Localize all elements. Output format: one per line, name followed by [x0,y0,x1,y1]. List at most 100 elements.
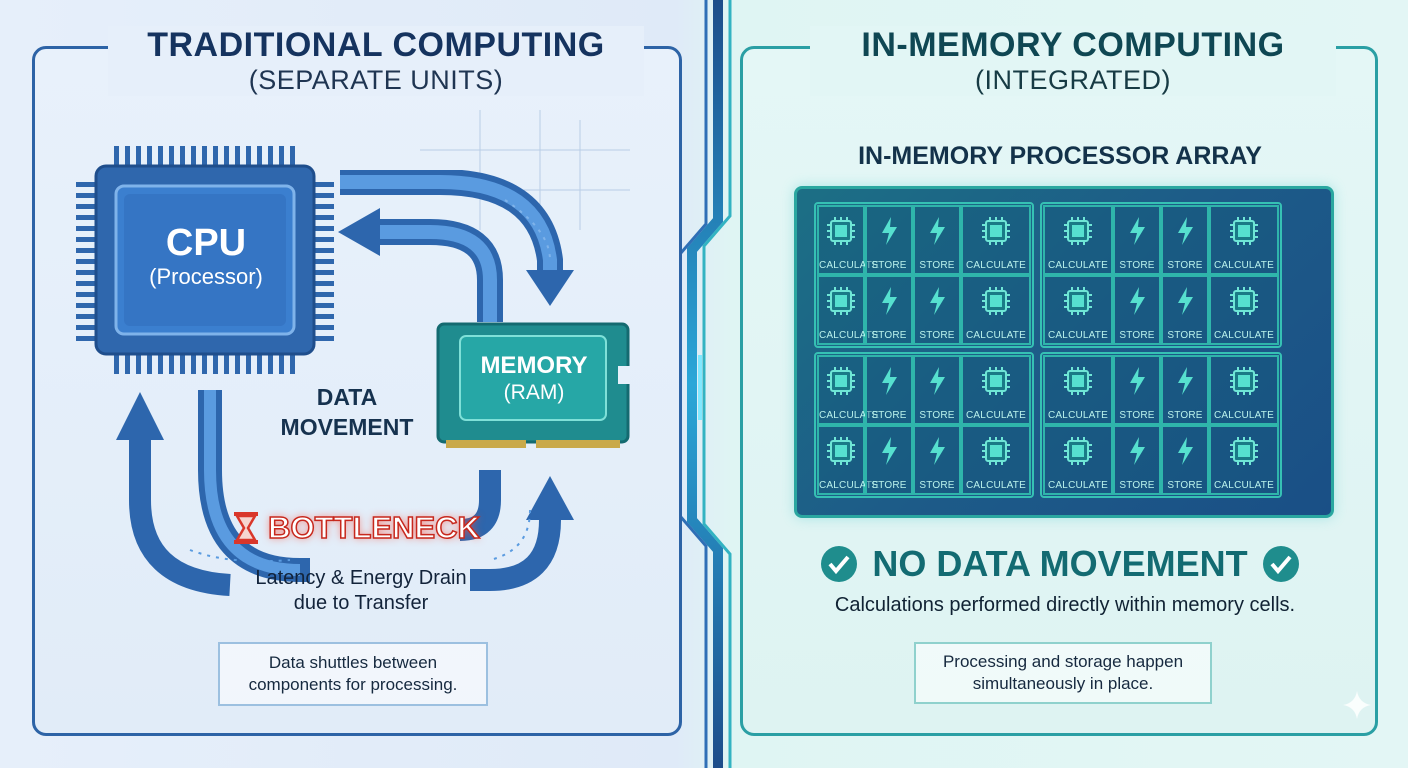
cell-label: CALCULATE [1214,410,1274,421]
store-cell: STORE [865,205,913,275]
cell-label: STORE [871,260,907,271]
chip-icon [1230,287,1258,315]
store-cell: STORE [1113,355,1161,425]
cell-label: CALCULATE [819,260,879,271]
calculate-cell: CALCULATE [961,205,1031,275]
store-cell: STORE [913,425,961,495]
lightning-icon [930,367,945,395]
cell-label: CALCULATE [966,260,1026,271]
array-quadrant [1040,202,1282,348]
left-title: TRADITIONAL COMPUTING [147,26,605,64]
check-circle-icon [1262,546,1299,582]
lightning-icon [882,437,897,465]
calculate-cell: CALCULATE [1043,275,1113,345]
store-cell: STORE [1161,275,1209,345]
store-cell: STORE [1113,425,1161,495]
cell-label: STORE [871,410,907,421]
right-heading: IN-MEMORY COMPUTING (INTEGRATED) [810,26,1336,96]
calculate-cell: CALCULATE [1043,355,1113,425]
cell-label: STORE [871,480,907,491]
bottleneck-label: BOTTLENECK [267,509,480,546]
cell-label: STORE [1167,260,1203,271]
cell-label: STORE [1119,330,1155,341]
cell-label: STORE [919,260,955,271]
lightning-icon [1178,287,1193,315]
cell-label: CALCULATE [1048,330,1108,341]
hourglass-icon [234,512,259,544]
left-note-line1: Data shuttles between [268,653,438,672]
lightning-icon [1130,217,1145,245]
right-note-line1: Processing and storage happen [942,652,1184,671]
latency-line1: Latency & Energy Drain [255,567,467,589]
cell-label: CALCULATE [819,410,879,421]
cpu-chip [76,146,334,374]
left-note-box: Data shuttles between components for pro… [218,642,488,706]
calc-statement: Calculations performed directly within m… [834,594,1296,616]
right-note-box: Processing and storage happen simultaneo… [914,642,1212,704]
data-movement-arrows [116,170,574,596]
calculate-cell: CALCULATE [1209,425,1279,495]
cell-label: CALCULATE [1214,260,1274,271]
lightning-icon [1178,367,1193,395]
chip-icon [1230,217,1258,245]
bottleneck-badge: BOTTLENECK [218,508,492,548]
chip-icon [827,217,855,245]
data-movement-line1: DATA [316,384,378,410]
store-cell: STORE [1161,355,1209,425]
lightning-icon [930,287,945,315]
cell-label: CALCULATE [966,480,1026,491]
cell-label: CALCULATE [1214,330,1274,341]
no-data-movement-label: NO DATA MOVEMENT [872,543,1248,584]
cell-label: CALCULATE [819,330,879,341]
no-data-movement-banner: NO DATA MOVEMENT [760,542,1360,586]
chip-icon [1230,437,1258,465]
calculate-cell: CALCULATE [961,355,1031,425]
lightning-icon [930,437,945,465]
store-cell: STORE [1161,205,1209,275]
store-cell: STORE [913,275,961,345]
cpu-title: CPU [165,222,247,264]
data-movement-line2: MOVEMENT [280,414,414,440]
array-quadrant [814,352,1034,498]
calculate-cell: CALCULATE [1209,275,1279,345]
cell-label: CALCULATE [1048,480,1108,491]
chip-icon [1064,217,1092,245]
lightning-icon [1178,217,1193,245]
cell-label: CALCULATE [1214,480,1274,491]
cell-label: STORE [919,480,955,491]
store-cell: STORE [1113,205,1161,275]
chip-icon [1064,437,1092,465]
cell-label: STORE [1119,480,1155,491]
array-title: IN-MEMORY PROCESSOR ARRAY [858,142,1262,170]
chip-icon [827,437,855,465]
lightning-icon [1130,287,1145,315]
cpu-subtitle: (Processor) [149,264,263,289]
lightning-icon [930,217,945,245]
right-note-line2: simultaneously in place. [972,674,1154,693]
cell-label: STORE [1119,260,1155,271]
calculate-cell: CALCULATE [961,275,1031,345]
arrow-head-down [526,270,574,306]
memory-subtitle: (RAM) [503,381,565,404]
latency-line2: due to Transfer [293,592,429,614]
arrow-head-left [338,208,380,256]
calculate-cell: CALCULATE [961,425,1031,495]
lightning-icon [1178,437,1193,465]
lightning-icon [882,287,897,315]
array-quadrant [814,202,1034,348]
chip-icon [827,287,855,315]
chip-icon [982,287,1010,315]
cell-label: STORE [1167,480,1203,491]
chip-icon [982,217,1010,245]
cell-label: STORE [1167,330,1203,341]
lightning-icon [1130,367,1145,395]
chip-icon [1064,287,1092,315]
left-subtitle: (SEPARATE UNITS) [248,65,504,95]
store-cell: STORE [865,275,913,345]
lightning-icon [882,217,897,245]
chip-icon [982,367,1010,395]
right-title: IN-MEMORY COMPUTING [861,26,1285,64]
calculate-cell: CALCULATE [1209,355,1279,425]
cell-label: STORE [871,330,907,341]
